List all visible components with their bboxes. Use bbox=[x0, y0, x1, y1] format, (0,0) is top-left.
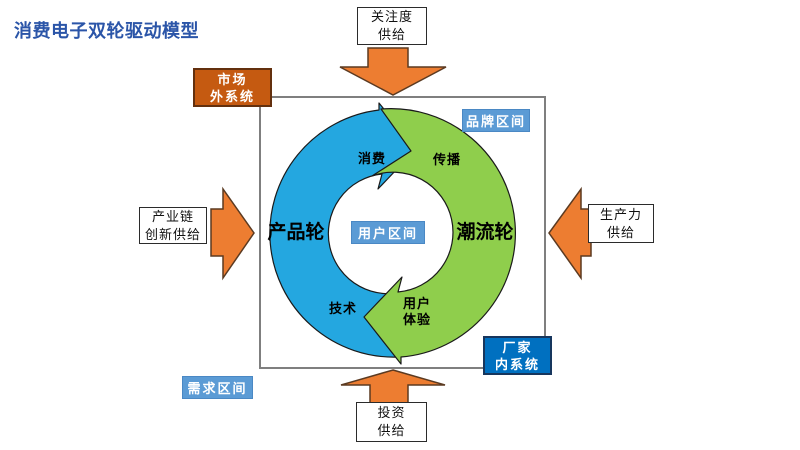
market-outer-system-box: 市场 外系统 bbox=[193, 68, 272, 107]
product-wheel-shape bbox=[269, 102, 417, 358]
investment-supply-box: 投资 供给 bbox=[356, 402, 427, 442]
attention-supply-box: 关注度 供给 bbox=[357, 7, 427, 45]
system-frame bbox=[259, 96, 546, 369]
factory-inner-system-box: 厂家 内系统 bbox=[483, 336, 552, 375]
cycle-label-user-experience: 用户 体验 bbox=[402, 296, 431, 327]
brand-zone-tag: 品牌区间 bbox=[462, 109, 530, 132]
trend-wheel-shape bbox=[363, 108, 516, 365]
cycle-label-spread: 传播 bbox=[432, 152, 461, 167]
productivity-supply-box: 生产力 供给 bbox=[588, 204, 654, 243]
productivity-supply-arrow-left bbox=[548, 186, 592, 281]
demand-zone-tag: 需求区间 bbox=[182, 376, 253, 399]
cycle-label-technology: 技术 bbox=[328, 301, 357, 316]
user-zone-tag: 用户区间 bbox=[351, 221, 425, 244]
cycle-label-consume: 消费 bbox=[357, 151, 386, 166]
product-wheel-label: 产品轮 bbox=[267, 221, 325, 243]
investment-supply-arrow-up bbox=[340, 369, 446, 404]
attention-supply-arrow-down bbox=[339, 47, 447, 96]
industry-supply-arrow-right bbox=[210, 186, 255, 281]
trend-wheel-label: 潮流轮 bbox=[456, 221, 514, 243]
industry-chain-supply-box: 产业链 创新供给 bbox=[139, 207, 207, 244]
page-title: 消费电子双轮驱动模型 bbox=[14, 21, 199, 41]
